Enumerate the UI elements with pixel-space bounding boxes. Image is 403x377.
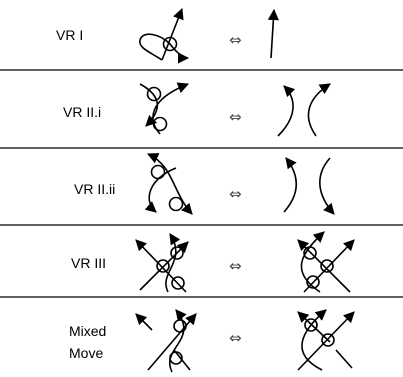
virtual-crossing-circle xyxy=(150,164,166,180)
mixed-strand-under-top xyxy=(135,313,153,331)
move-label-mixed-line2: Move xyxy=(69,345,103,361)
row-vr2ii: VR II.ii ⇔ xyxy=(74,153,335,215)
vr2ii-strand-b xyxy=(146,153,193,215)
vr3-right-strand-3 xyxy=(300,231,325,293)
virtual-crossing-circle xyxy=(146,86,162,102)
vr3-strand-2 xyxy=(135,239,187,293)
vr2ii-strand-a xyxy=(144,167,177,213)
vr1-left-diagram xyxy=(139,7,190,64)
row-vr1: VR I ⇔ xyxy=(56,7,279,64)
virtual-crossing-circle xyxy=(173,319,187,333)
virtual-crossing-circle xyxy=(152,116,168,132)
vr1-strand-main xyxy=(161,7,184,61)
mixed-strand-curve xyxy=(169,309,187,373)
virtual-crossing-circle xyxy=(162,36,178,52)
vr3-right-strand-1 xyxy=(303,239,355,293)
row-mixed-move: Mixed Move ⇔ xyxy=(69,309,355,373)
mixed-right-strand-under-top xyxy=(297,311,331,343)
move-label-vr2ii: VR II.ii xyxy=(74,181,115,197)
move-label-vr3: VR III xyxy=(71,255,106,271)
mixed-right-strand-curve xyxy=(301,309,327,371)
vr2ii-right-arc-2 xyxy=(319,157,335,215)
vr1-strand-loop xyxy=(139,33,190,64)
vr2ii-left-diagram xyxy=(144,153,193,215)
move-label-vr1: VR I xyxy=(56,27,83,43)
equivalence-symbol: ⇔ xyxy=(229,108,242,126)
vr2i-left-diagram xyxy=(139,82,190,135)
vr3-strand-1 xyxy=(139,241,189,291)
mixed-left-diagram xyxy=(135,309,197,373)
virtual-crossing-circle xyxy=(306,275,320,289)
equivalence-symbol: ⇔ xyxy=(229,31,242,49)
virtual-crossing-circle xyxy=(170,246,184,260)
move-label-vr2i: VR II.i xyxy=(63,104,101,120)
mixed-strand-over xyxy=(147,313,197,371)
vr2i-right-arc-1 xyxy=(277,85,296,137)
equivalence-symbol: ⇔ xyxy=(229,257,242,275)
vr2ii-right-diagram xyxy=(283,157,335,215)
equivalence-symbol: ⇔ xyxy=(229,185,242,203)
virtual-crossing-circle xyxy=(156,259,170,273)
mixed-right-strand-under-bottom xyxy=(335,349,353,369)
vr2i-strand-b xyxy=(152,82,190,135)
row-vr2i: VR II.i ⇔ xyxy=(63,82,331,137)
vr2i-right-arc-2 xyxy=(307,83,331,137)
equivalence-symbol: ⇔ xyxy=(229,329,242,347)
vr3-left-diagram xyxy=(135,233,189,293)
row-vr3: VR III ⇔ xyxy=(71,231,355,293)
virtual-crossing-circle xyxy=(171,276,185,290)
vr1-straight-strand xyxy=(267,8,279,59)
vr3-strand-3 xyxy=(165,233,181,293)
virtual-crossing-circle xyxy=(169,351,183,365)
mixed-right-diagram xyxy=(297,309,355,371)
vr3-right-diagram xyxy=(297,231,355,293)
row-dividers xyxy=(0,69,403,298)
virtual-crossing-circle xyxy=(304,318,318,332)
move-label-mixed-line1: Mixed xyxy=(69,323,106,339)
virtual-crossing-circle xyxy=(168,196,184,212)
virtual-crossing-circle xyxy=(321,333,335,347)
vr1-right-diagram xyxy=(267,8,279,59)
vr2ii-right-arc-1 xyxy=(283,157,297,213)
vr2i-right-diagram xyxy=(277,83,331,137)
virtual-crossing-circle xyxy=(320,259,334,273)
virtual-crossing-circle xyxy=(303,246,317,260)
